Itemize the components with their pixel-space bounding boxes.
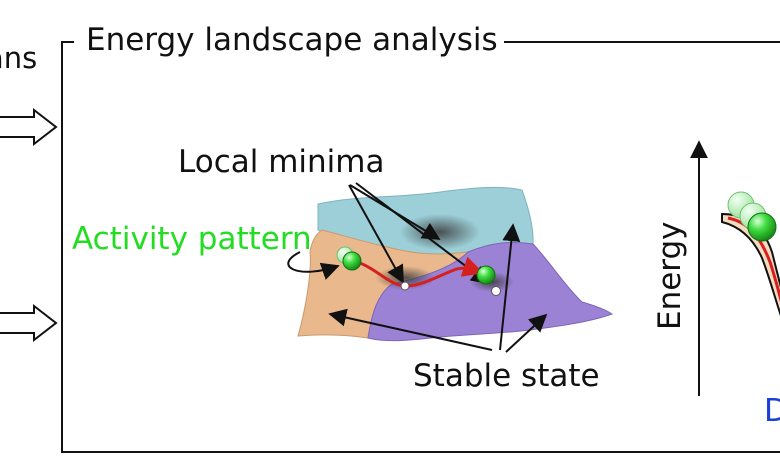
activity-ball-end (476, 265, 496, 285)
panel-title: Energy landscape analysis (80, 25, 504, 56)
panel-frame (61, 41, 780, 453)
input-arrow-top (0, 107, 58, 147)
local-minimum-marker-center (400, 281, 410, 291)
input-arrow-bottom (0, 303, 58, 343)
energy-plot-bottom-label: D (764, 393, 780, 429)
stable-state-label: Stable state (413, 358, 600, 394)
stable-state-pointers (328, 223, 548, 353)
left-edge-label: ans (0, 41, 38, 75)
energy-ball (747, 212, 777, 242)
activity-pattern-label: Activity pattern (72, 221, 312, 257)
trajectory-path (356, 256, 484, 288)
activity-ball (342, 251, 362, 271)
local-minimum-marker-right (491, 286, 501, 296)
landscape-pit-top (400, 214, 480, 250)
local-minima-label: Local minima (178, 144, 385, 180)
energy-axis-label: Energy (652, 221, 688, 330)
activity-pattern-pointer (287, 251, 340, 280)
